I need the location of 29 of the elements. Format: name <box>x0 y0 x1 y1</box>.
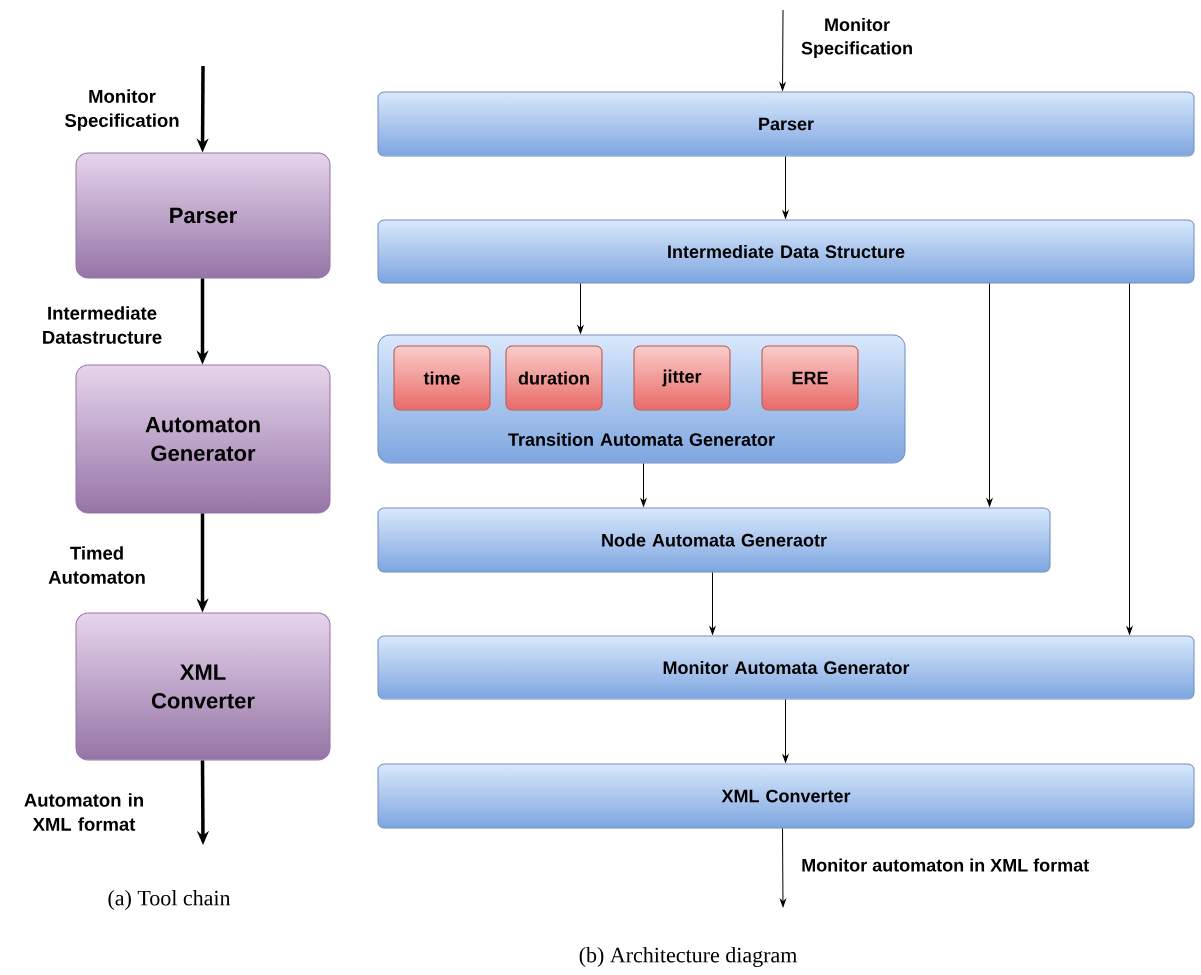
feature-box: ERE <box>761 345 859 411</box>
arrow <box>640 463 647 507</box>
process-box: Parser <box>75 152 331 279</box>
process-box: XML Converter <box>75 612 331 761</box>
arrow <box>709 572 716 635</box>
module-box: XML Converter <box>377 763 1195 829</box>
arrow <box>782 156 789 219</box>
edge-label: Monitor Specification <box>64 89 179 131</box>
feature-box: time <box>393 345 491 411</box>
caption: (b) Architecture diagram <box>579 947 798 967</box>
edge-label: Monitor Specification <box>801 17 912 59</box>
arrow <box>779 9 786 91</box>
feature-box: duration <box>505 345 603 411</box>
module-box: Parser <box>377 91 1195 157</box>
edge-label: Intermediate Datastructure <box>43 306 162 344</box>
module-box: Intermediate Data Structure <box>377 219 1195 284</box>
caption: (a) Tool chain <box>108 890 231 910</box>
arrow <box>577 283 584 334</box>
module-box: Monitor Automata Generator <box>377 635 1195 700</box>
process-box: Automaton Generator <box>75 364 331 514</box>
arrow <box>1126 283 1133 635</box>
edge-label: Automaton in XML format <box>24 793 143 831</box>
module-box: Node Automata Generaotr <box>377 507 1051 573</box>
edge-label: Monitor automaton in XML format <box>802 858 1089 872</box>
edge-label: Timed Automaton <box>48 546 145 584</box>
arrow <box>986 283 993 507</box>
arrow <box>782 699 789 763</box>
arrow <box>780 828 786 907</box>
feature-box: jitter <box>633 345 731 411</box>
